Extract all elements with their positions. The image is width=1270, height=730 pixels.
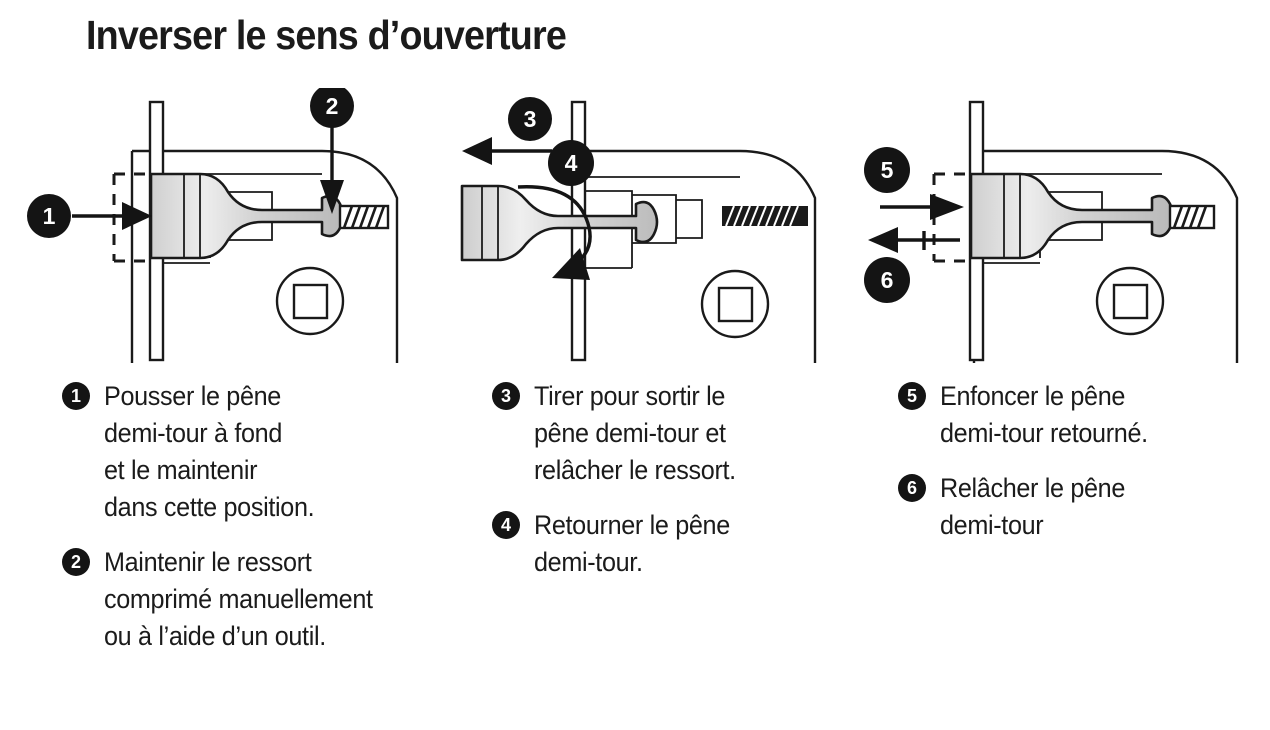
spring-compressed [338, 204, 390, 230]
diagram-panel-latch-pulled-out: 3 4 [440, 88, 860, 363]
badge-2-pointer-arrow: 2 [310, 88, 354, 214]
steps-column-3: 5 Enfoncer le pêne demi-tour retourné. 6… [898, 378, 1258, 562]
step-item: 3 Tirer pour sortir le pêne demi-tour et… [492, 378, 822, 489]
spindle-hole [275, 266, 345, 336]
badge-4-rotation-arrow: 4 [517, 140, 594, 280]
badge-5-push-arrow: 5 [864, 147, 964, 220]
step-item: 5 Enfoncer le pêne demi-tour retourné. [898, 378, 1258, 452]
latch-bolt-pulled-out [460, 184, 659, 262]
step-badge-1: 1 [62, 382, 90, 410]
badge-4-label: 4 [565, 150, 578, 176]
step-badge-2: 2 [62, 548, 90, 576]
badge-2-label: 2 [326, 93, 339, 119]
badge-6-label: 6 [881, 267, 894, 293]
badge-1-label: 1 [43, 203, 56, 229]
steps-column-1: 1 Pousser le pêne demi-tour à fond et le… [62, 378, 492, 673]
step-badge-5: 5 [898, 382, 926, 410]
badge-3-label: 3 [524, 106, 537, 132]
step-item: 4 Retourner le pêne demi-tour. [492, 507, 822, 581]
lock-case-outline [130, 149, 399, 363]
spring-compressed [1168, 204, 1216, 230]
steps-section: 1 Pousser le pêne demi-tour à fond et le… [0, 378, 1270, 723]
latch-bolt [149, 172, 345, 260]
case-inner-rails [585, 176, 740, 269]
step-badge-3: 3 [492, 382, 520, 410]
retracted-position-outline [932, 172, 974, 263]
step-item: 2 Maintenir le ressort comprimé manuelle… [62, 544, 492, 655]
badge-5-label: 5 [881, 157, 894, 183]
step-text-3: Tirer pour sortir le pêne demi-tour et r… [534, 381, 736, 485]
latch-bolt-reversed [969, 172, 1175, 260]
step-text-4: Retourner le pêne demi-tour. [534, 510, 730, 577]
step-item: 1 Pousser le pêne demi-tour à fond et le… [62, 378, 492, 526]
diagram-panel-latch-reversed: 5 6 [862, 88, 1270, 363]
badge-3-pull-arrow: 3 [462, 97, 552, 165]
step-text-5: Enfoncer le pêne demi-tour retourné. [940, 381, 1148, 448]
spindle-hole [1095, 266, 1165, 336]
step-text-1: Pousser le pêne demi-tour à fond et le m… [104, 381, 315, 522]
step-badge-4: 4 [492, 511, 520, 539]
badge-1-push-arrow: 1 [27, 194, 152, 238]
diagram-panel-latch-pushed-in: 1 2 [22, 88, 442, 363]
step-text-2: Maintenir le ressort comprimé manuelleme… [104, 547, 373, 651]
page-title: Inverser le sens d’ouverture [86, 12, 567, 58]
spindle-hole [700, 269, 770, 339]
diagram-strip: 1 2 [0, 88, 1270, 363]
step-text-6: Relâcher le pêne demi-tour [940, 473, 1126, 540]
step-badge-6: 6 [898, 474, 926, 502]
spring-extended [722, 205, 808, 227]
steps-column-2: 3 Tirer pour sortir le pêne demi-tour et… [492, 378, 822, 599]
lock-case-outline [578, 149, 817, 363]
step-item: 6 Relâcher le pêne demi-tour [898, 470, 1258, 544]
badge-6-release-arrow: 6 [864, 227, 960, 303]
